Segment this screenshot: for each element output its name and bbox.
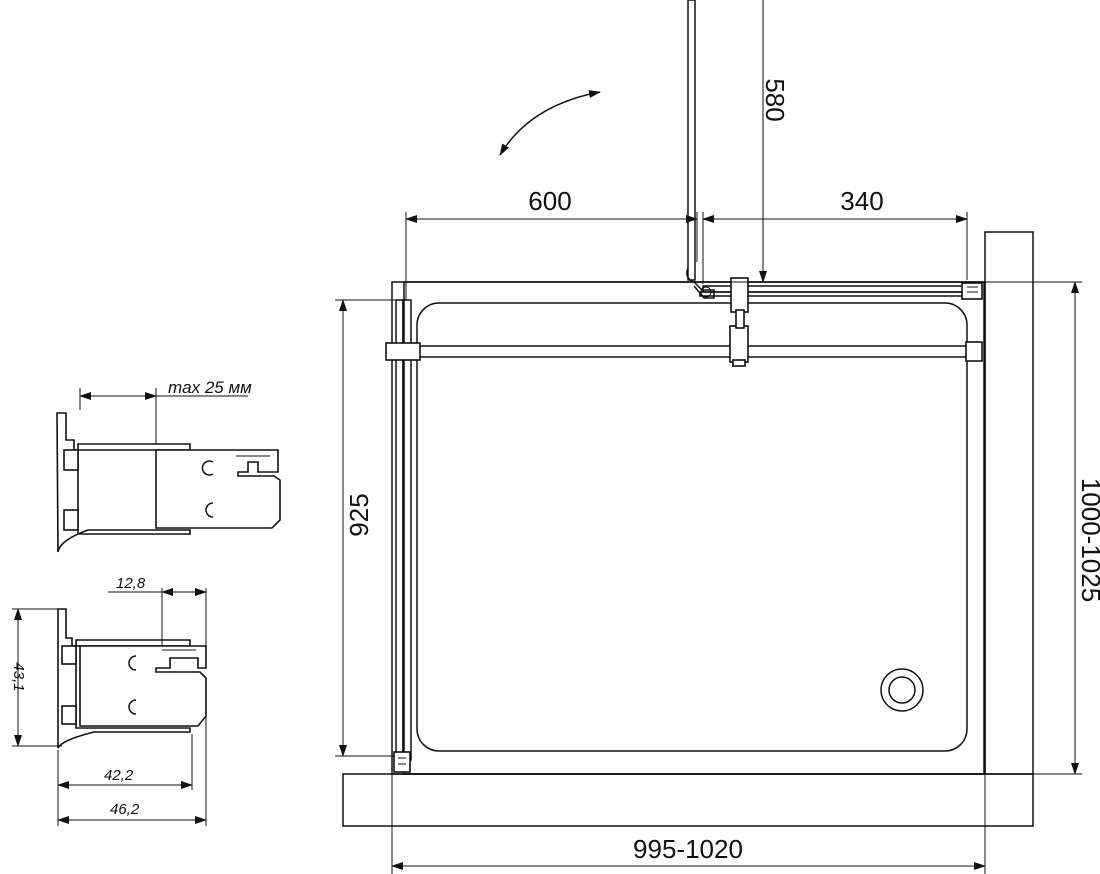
profile-height-label: 43,1 bbox=[10, 662, 27, 691]
overall-width-label: 995-1020 bbox=[633, 834, 743, 864]
dim-tray-depth: 925 bbox=[335, 299, 404, 757]
shower-tray bbox=[391, 281, 986, 775]
fixed-width-label: 340 bbox=[840, 186, 883, 216]
profile-outer-width-label: 46,2 bbox=[110, 801, 140, 818]
door-swing-arrow-icon bbox=[499, 90, 601, 156]
overall-depth-label: 1000-1025 bbox=[1076, 478, 1100, 602]
tray-depth-label: 925 bbox=[344, 493, 374, 536]
door-width-label: 600 bbox=[528, 186, 571, 216]
wall-bottom bbox=[342, 773, 1034, 827]
stabilizer-bar bbox=[385, 325, 983, 367]
door-swing-label: 580 bbox=[760, 78, 790, 121]
dim-overall-depth: 1000-1025 bbox=[982, 281, 1100, 775]
profile-detail-top: max 25 мм bbox=[56, 378, 281, 553]
adjustment-label: max 25 мм bbox=[168, 378, 252, 397]
left-wall-profile bbox=[393, 299, 412, 773]
dim-overall-width: 995-1020 bbox=[391, 774, 986, 874]
front-rail bbox=[699, 277, 983, 329]
wall-right bbox=[984, 231, 1034, 775]
drain-icon bbox=[880, 668, 924, 712]
profile-inner-width-label: 42,2 bbox=[104, 767, 134, 784]
dim-fixed-width: 340 bbox=[702, 186, 968, 284]
dim-door-width: 600 bbox=[405, 186, 698, 300]
profile-depth-label: 12,8 bbox=[116, 575, 146, 592]
dim-door-swing: 580 bbox=[695, 0, 790, 283]
profile-detail-bottom: 12,8 43,1 42,2 46,2 bbox=[10, 575, 207, 826]
door-open bbox=[686, 0, 715, 299]
